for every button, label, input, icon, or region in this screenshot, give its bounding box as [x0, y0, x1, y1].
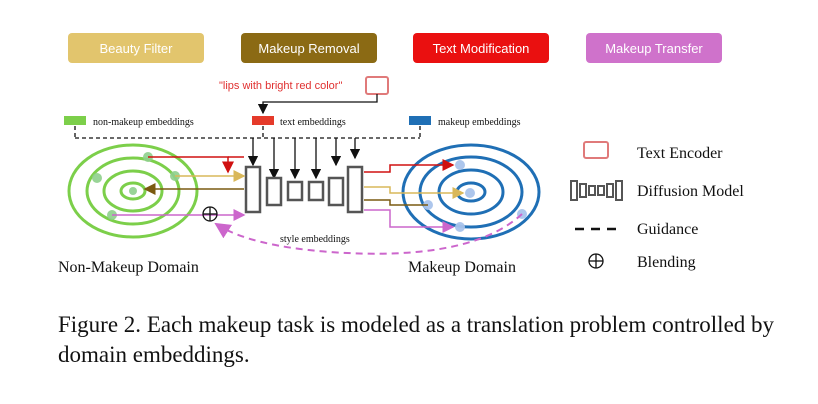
caption-label: Figure 2. [58, 312, 142, 337]
makeup-embedding-swatch [409, 116, 431, 125]
legend-blending: Blending [637, 254, 696, 271]
task-beauty-filter: Beauty Filter [68, 33, 204, 63]
task-text-modification: Text Modification [413, 33, 549, 63]
task-label: Beauty Filter [100, 41, 174, 56]
legend: Text Encoder Diffusion Model Guidance Bl… [570, 141, 744, 271]
task-label: Makeup Transfer [605, 41, 703, 56]
task-label: Text Modification [433, 41, 530, 56]
text-embedding-label: text embeddings [280, 117, 346, 128]
legend-diffusion-model: Diffusion Model [637, 183, 744, 200]
caption-text: Each makeup task is modeled as a transla… [58, 312, 775, 367]
makeup-domain-label: Makeup Domain [408, 259, 516, 276]
legend-text-encoder-icon [583, 141, 609, 159]
non-makeup-points [92, 152, 180, 220]
text-encoder-box [365, 76, 389, 95]
prompt-arrow [257, 94, 378, 115]
style-embedding-path [214, 213, 523, 255]
makeup-removal-in-arrow [364, 199, 428, 206]
makeup-embedding-label: makeup embeddings [438, 117, 521, 128]
legend-text-encoder: Text Encoder [637, 145, 723, 162]
text-embedding-swatch [252, 116, 274, 125]
task-label: Makeup Removal [258, 41, 359, 56]
guidance-arrows [247, 138, 361, 180]
guidance-lines [74, 126, 421, 139]
legend-blending-icon [588, 253, 604, 269]
text-modification-out-arrow [364, 159, 455, 173]
non-makeup-embedding-label: non-makeup embeddings [93, 117, 194, 128]
task-makeup-removal: Makeup Removal [241, 33, 377, 63]
style-embedding-label: style embeddings [280, 234, 350, 245]
makeup-transfer-out-arrow [364, 209, 455, 233]
task-makeup-transfer: Makeup Transfer [586, 33, 722, 63]
method-diagram: Beauty Filter Makeup Removal Text Modifi… [58, 33, 744, 276]
legend-diffusion-model-icon [570, 180, 623, 201]
beauty-filter-out-arrow [364, 186, 465, 199]
blending-symbol [202, 206, 218, 222]
diffusion-model [244, 165, 364, 214]
makeup-domain-contours [401, 143, 541, 241]
non-makeup-domain-contours [67, 143, 199, 239]
figure-caption: Figure 2. Each makeup task is modeled as… [58, 310, 778, 370]
text-prompt: "lips with bright red color" [219, 80, 342, 92]
non-makeup-embedding-swatch [64, 116, 86, 125]
non-makeup-domain-label: Non-Makeup Domain [58, 259, 199, 276]
legend-guidance: Guidance [637, 221, 698, 238]
